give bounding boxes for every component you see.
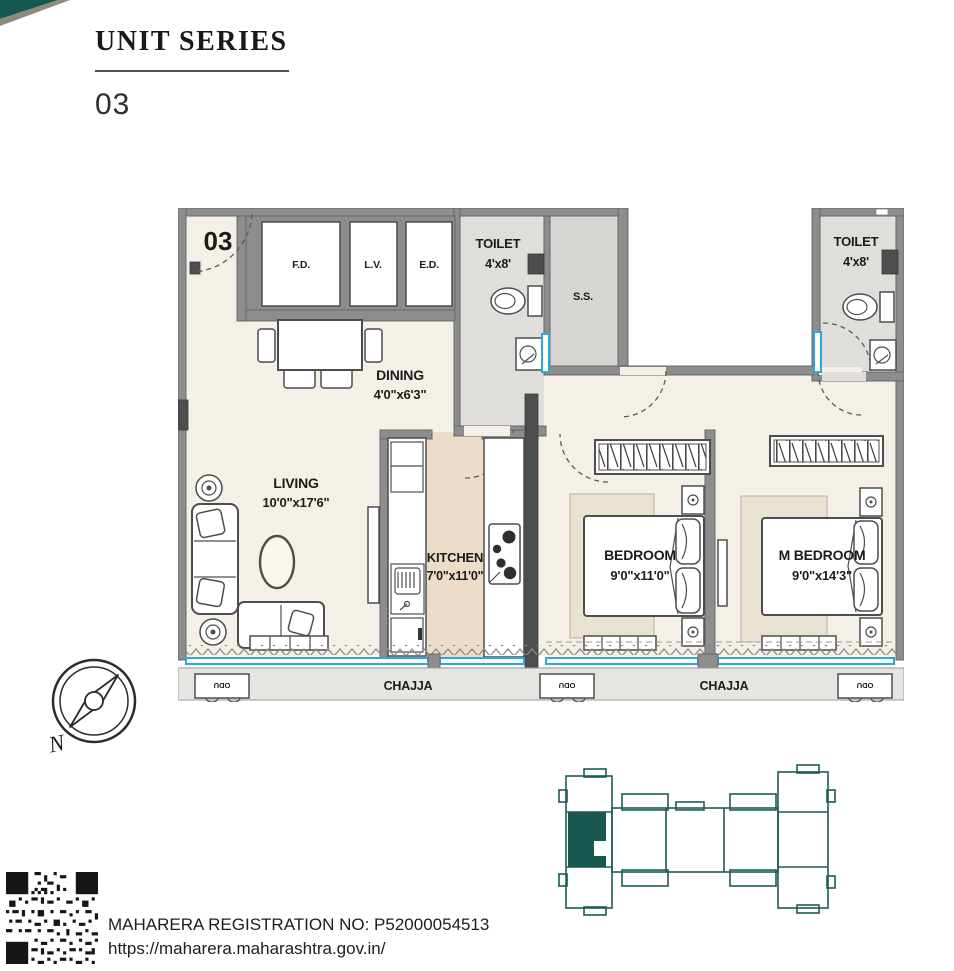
chajja-band xyxy=(178,667,904,702)
label-odu-left: ODU xyxy=(214,681,231,690)
label-living-dims: 10'0"x17'6" xyxy=(263,495,330,510)
label-ss: S.S. xyxy=(573,291,593,303)
key-plan xyxy=(558,764,836,916)
label-toilet2-dims: 4'x8' xyxy=(843,255,869,269)
door-gaps xyxy=(464,367,866,436)
kitchen-fixtures xyxy=(387,437,525,658)
label-lv: L.V. xyxy=(364,259,382,271)
title-underline xyxy=(95,70,289,72)
compass-north-label: N xyxy=(45,729,68,757)
toilet1-fixtures xyxy=(490,253,550,373)
page-title: UNIT SERIES xyxy=(95,26,288,57)
floor-plan: F.D. L.V. E.D. 03 DINING 4'0"x6'3" TOILE… xyxy=(178,208,904,702)
label-bedroom-dims: 9'0"x11'0" xyxy=(610,568,669,583)
master-bedroom-furniture xyxy=(717,435,884,651)
label-odu-right: ODU xyxy=(857,681,874,690)
label-dining-dims: 4'0"x6'3" xyxy=(374,387,427,402)
label-ed: E.D. xyxy=(419,259,439,271)
maharera-registration: MAHARERA REGISTRATION NO: P52000054513 xyxy=(108,915,490,934)
toilet2-fixtures xyxy=(813,249,899,373)
label-chajja-right: CHAJJA xyxy=(700,679,749,693)
compass-icon: N xyxy=(45,658,137,758)
label-odu-middle: ODU xyxy=(559,681,576,690)
maharera-url: https://maharera.maharashtra.gov.in/ xyxy=(108,939,386,958)
plan-unit-label: 03 xyxy=(204,226,233,256)
qr-code xyxy=(6,872,98,964)
bedroom-furniture xyxy=(569,439,711,651)
key-plan-unit-highlight xyxy=(568,812,606,867)
label-kitchen: KITCHEN xyxy=(427,550,483,565)
label-toilet1-dims: 4'x8' xyxy=(485,257,511,271)
balcony-edge xyxy=(185,641,896,669)
label-bedroom: BEDROOM xyxy=(604,547,676,563)
label-toilet1: TOILET xyxy=(476,236,521,251)
living-furniture xyxy=(191,474,380,651)
label-toilet2: TOILET xyxy=(834,234,879,249)
label-fd: F.D. xyxy=(292,259,310,271)
label-chajja-left: CHAJJA xyxy=(384,679,433,693)
corner-ribbon xyxy=(0,0,70,26)
dining-table xyxy=(257,319,383,389)
label-m-bedroom-dims: 9'0"x14'3" xyxy=(792,568,852,583)
unit-number: 03 xyxy=(95,88,131,121)
label-kitchen-dims: 7'0"x11'0" xyxy=(427,569,484,583)
utility-cabinets xyxy=(261,221,453,307)
label-living: LIVING xyxy=(273,475,319,491)
label-m-bedroom: M BEDROOM xyxy=(779,547,866,563)
label-dining: DINING xyxy=(376,367,424,383)
